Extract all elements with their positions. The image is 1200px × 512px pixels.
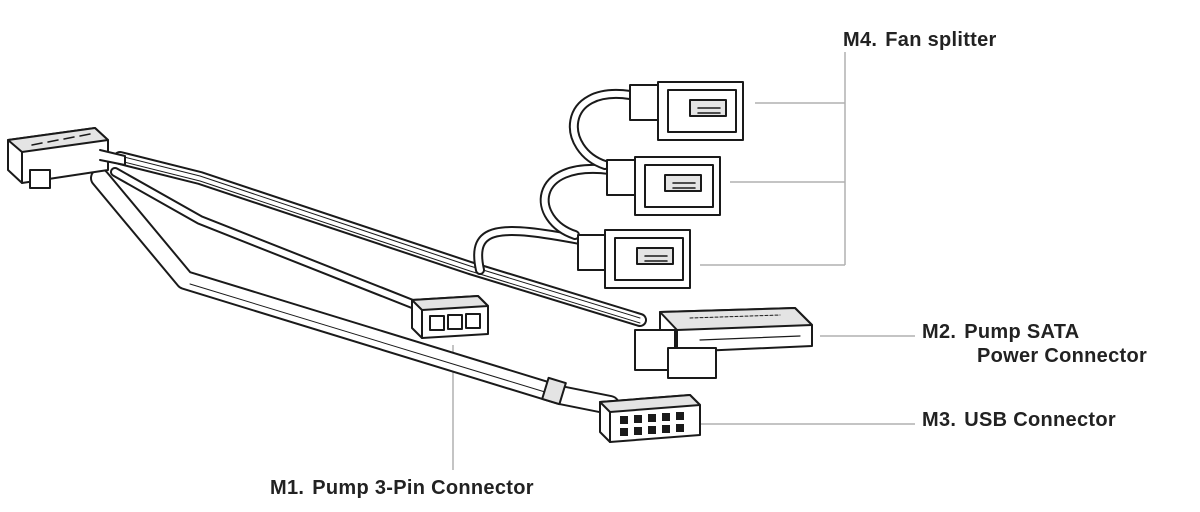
callout-name: Pump 3-Pin Connector — [312, 477, 534, 499]
callout-name-line1: Pump SATA — [964, 321, 1080, 343]
callout-name-line2: Power Connector — [977, 345, 1148, 367]
pump-wire — [110, 167, 420, 310]
leader-lines — [452, 52, 915, 470]
pump-3pin-connector — [411, 295, 489, 339]
callout-m2-pump-sata: M2. Pump SATA Power Connector — [922, 320, 1147, 368]
leader-m4 — [700, 52, 846, 266]
callout-code: M4. — [843, 29, 878, 51]
fan-connector-2 — [606, 156, 721, 216]
usb-connector — [599, 394, 701, 443]
callout-code: M1. — [270, 477, 305, 499]
callout-name: Fan splitter — [885, 29, 997, 51]
sata-connector — [634, 307, 813, 379]
usb-cable — [90, 168, 620, 415]
callout-m1-pump-3pin: M1. Pump 3-Pin Connector — [270, 476, 534, 500]
fan-splitter-wires — [473, 88, 635, 275]
fan-connector-3 — [577, 229, 691, 289]
callout-m4-fan-splitter: M4. Fan splitter — [843, 28, 997, 52]
callout-code: M2. — [922, 321, 957, 343]
callout-name: USB Connector — [964, 409, 1116, 431]
fan-connector-1 — [629, 81, 744, 141]
callout-code: M3. — [922, 409, 957, 431]
callout-m3-usb-connector: M3. USB Connector — [922, 408, 1116, 432]
motherboard-connector — [7, 127, 126, 189]
sata-ribbon — [113, 151, 647, 327]
